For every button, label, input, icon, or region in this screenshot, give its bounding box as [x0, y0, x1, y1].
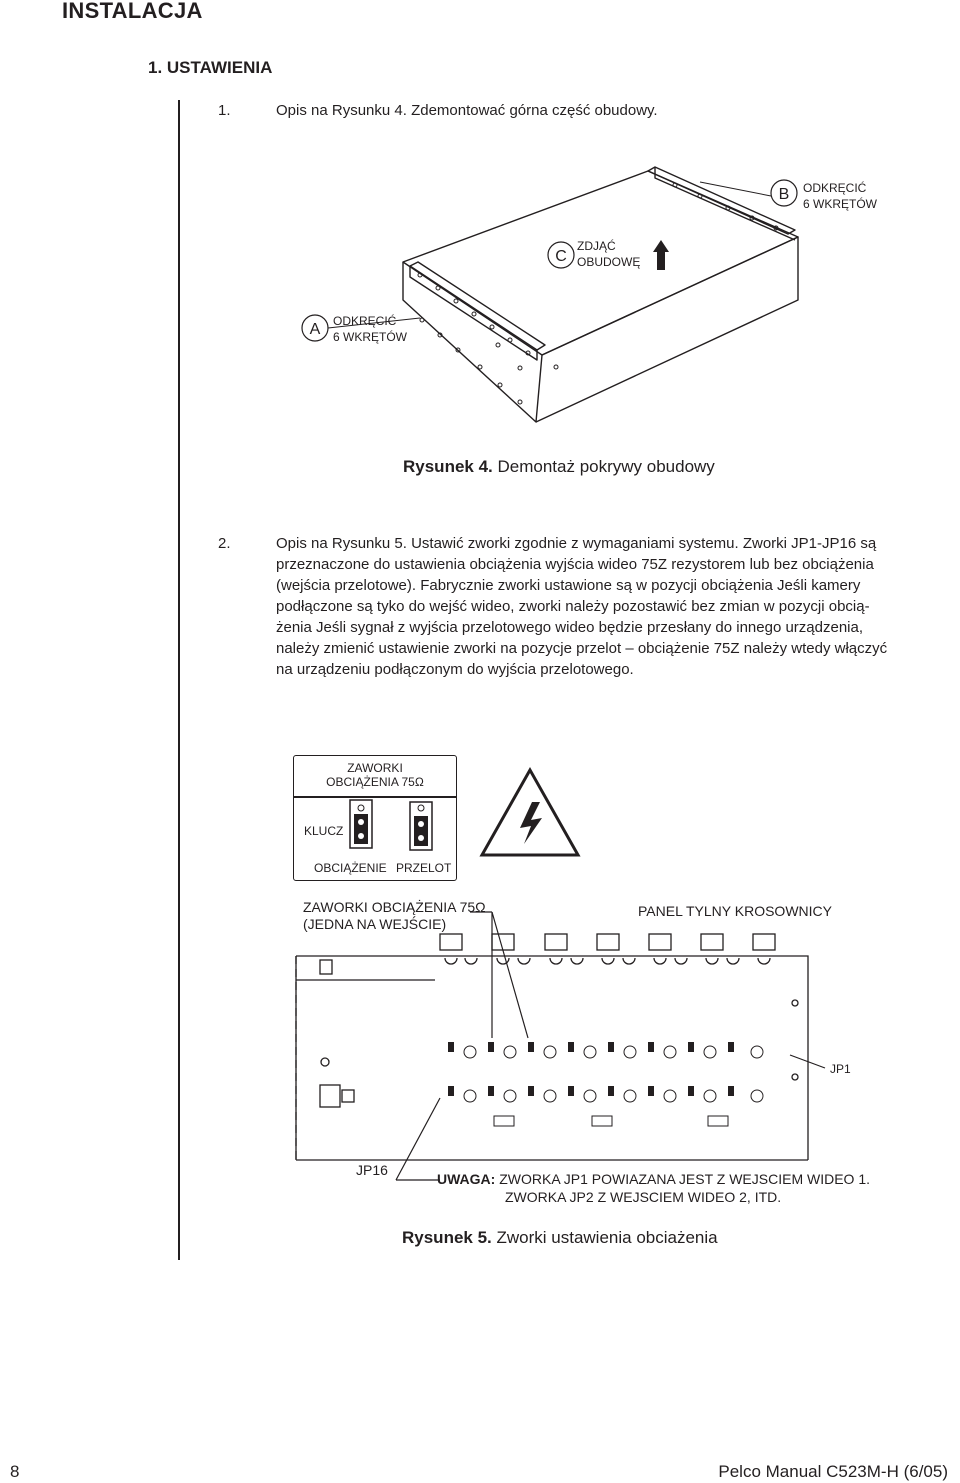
- jp1-label: JP1: [830, 1062, 851, 1076]
- rear-panel-board-illustration: [295, 911, 826, 1181]
- jumpers-callout-line2: (JEDNA NA WEJŚCIE): [303, 916, 447, 932]
- step-2-line: podłączone są tyko do wejść wideo, zwork…: [276, 598, 870, 615]
- note-bold: UWAGA:: [437, 1171, 496, 1187]
- note-line1: ZWORKA JP1 POWIAZANA JEST Z WEJSCIEM WID…: [495, 1171, 871, 1187]
- step-1-text: Opis na Rysunku 4. Zdemontować górna czę…: [276, 102, 658, 119]
- note-line2: ZWORKA JP2 Z WEJSCIEM WIDEO 2, ITD.: [505, 1189, 782, 1205]
- callout-b-line2: 6 WKRĘTÓW: [803, 196, 878, 211]
- enclosure-illustration: B ODKRĘCIĆ 6 WKRĘTÓW C ZDJĄĆ OBUDOWĘ A O…: [301, 166, 878, 423]
- callout-b-letter: B: [779, 186, 790, 203]
- jp16-label: JP16: [356, 1162, 388, 1178]
- jumper-legend-box: ZAWORKI OBCIĄŻENIA 75Ω KLUCZ OBCIĄŻENIE …: [293, 755, 457, 881]
- figure-4-caption-bold: Rysunek 4.: [403, 457, 493, 476]
- jumpers-callout-line1: ZAWORKI OBCIĄŻENIA 75Ω: [303, 899, 486, 915]
- callout-a-line1: ODKRĘCIĆ: [333, 313, 397, 328]
- step-2-line: Opis na Rysunku 5. Ustawić zworki zgodni…: [276, 535, 877, 552]
- step-2-line: na urządzeniu podłączonym do wyjścia prz…: [276, 661, 634, 678]
- step-1-number: 1.: [218, 102, 231, 119]
- callout-c-line1: ZDJĄĆ: [577, 238, 616, 253]
- step-2-line: (wejścia przelotowe). Fabrycznie zworki …: [276, 577, 861, 594]
- step-2: 2. Opis na Rysunku 5. Ustawić zworki zgo…: [218, 533, 958, 683]
- rear-panel-label: PANEL TYLNY KROSOWNICY: [638, 903, 832, 919]
- legend-title-line2: OBCIĄŻENIA 75Ω: [326, 775, 424, 789]
- load-label: OBCIĄŻENIE: [314, 861, 387, 875]
- figure-5-caption-text: Zworki ustawienia obciażenia: [491, 1228, 718, 1247]
- step-1: 1. Opis na Rysunku 4. Zdemontować górna …: [218, 100, 958, 122]
- callout-b-line1: ODKRĘCIĆ: [803, 180, 867, 195]
- step-2-text: Opis na Rysunku 5. Ustawić zworki zgodni…: [276, 533, 960, 680]
- step-2-number: 2.: [218, 535, 231, 552]
- page-title: INSTALACJA: [62, 0, 203, 23]
- callout-c-circle: [547, 241, 575, 269]
- figure-5-caption: Rysunek 5. Zworki ustawienia obciażenia: [402, 1228, 718, 1248]
- note: UWAGA: ZWORKA JP1 POWIAZANA JEST Z WEJSC…: [437, 1170, 870, 1206]
- key-label: KLUCZ: [304, 824, 344, 838]
- callout-a-line2: 6 WKRĘTÓW: [333, 329, 408, 344]
- jumpers-callout: ZAWORKI OBCIĄŻENIA 75Ω (JEDNA NA WEJŚCIE…: [303, 899, 486, 933]
- section-title: 1. USTAWIENIA: [148, 58, 273, 77]
- callout-c-line2: OBUDOWĘ: [577, 255, 640, 269]
- legend-divider: [294, 796, 456, 798]
- document-id: Pelco Manual C523M-H (6/05): [718, 1462, 948, 1481]
- step-2-line: należy zmienić ustawienie zworki na pozy…: [276, 640, 888, 657]
- step-2-line: żenia Jeśli sygnał z wyjścia przelotoweg…: [276, 619, 863, 636]
- callout-b-circle: [770, 179, 798, 207]
- lift-arrow-icon: [653, 240, 669, 270]
- figure-5-caption-bold: Rysunek 5.: [402, 1228, 492, 1247]
- callout-a-letter: A: [310, 321, 321, 338]
- legend-title-line1: ZAWORKI: [347, 761, 403, 775]
- margin-rule: [178, 100, 180, 1260]
- figure-4-caption-text: Demontaż pokrywy obudowy: [492, 457, 715, 476]
- passthrough-label: PRZELOT: [396, 861, 452, 875]
- callout-c-letter: C: [555, 248, 567, 265]
- step-2-line: przeznaczone do ustawienia obciążenia wy…: [276, 556, 874, 573]
- jumper-legend-drawing: [349, 766, 581, 857]
- page-number: 8: [10, 1462, 20, 1481]
- figure-4-caption: Rysunek 4. Demontaż pokrywy obudowy: [403, 457, 715, 477]
